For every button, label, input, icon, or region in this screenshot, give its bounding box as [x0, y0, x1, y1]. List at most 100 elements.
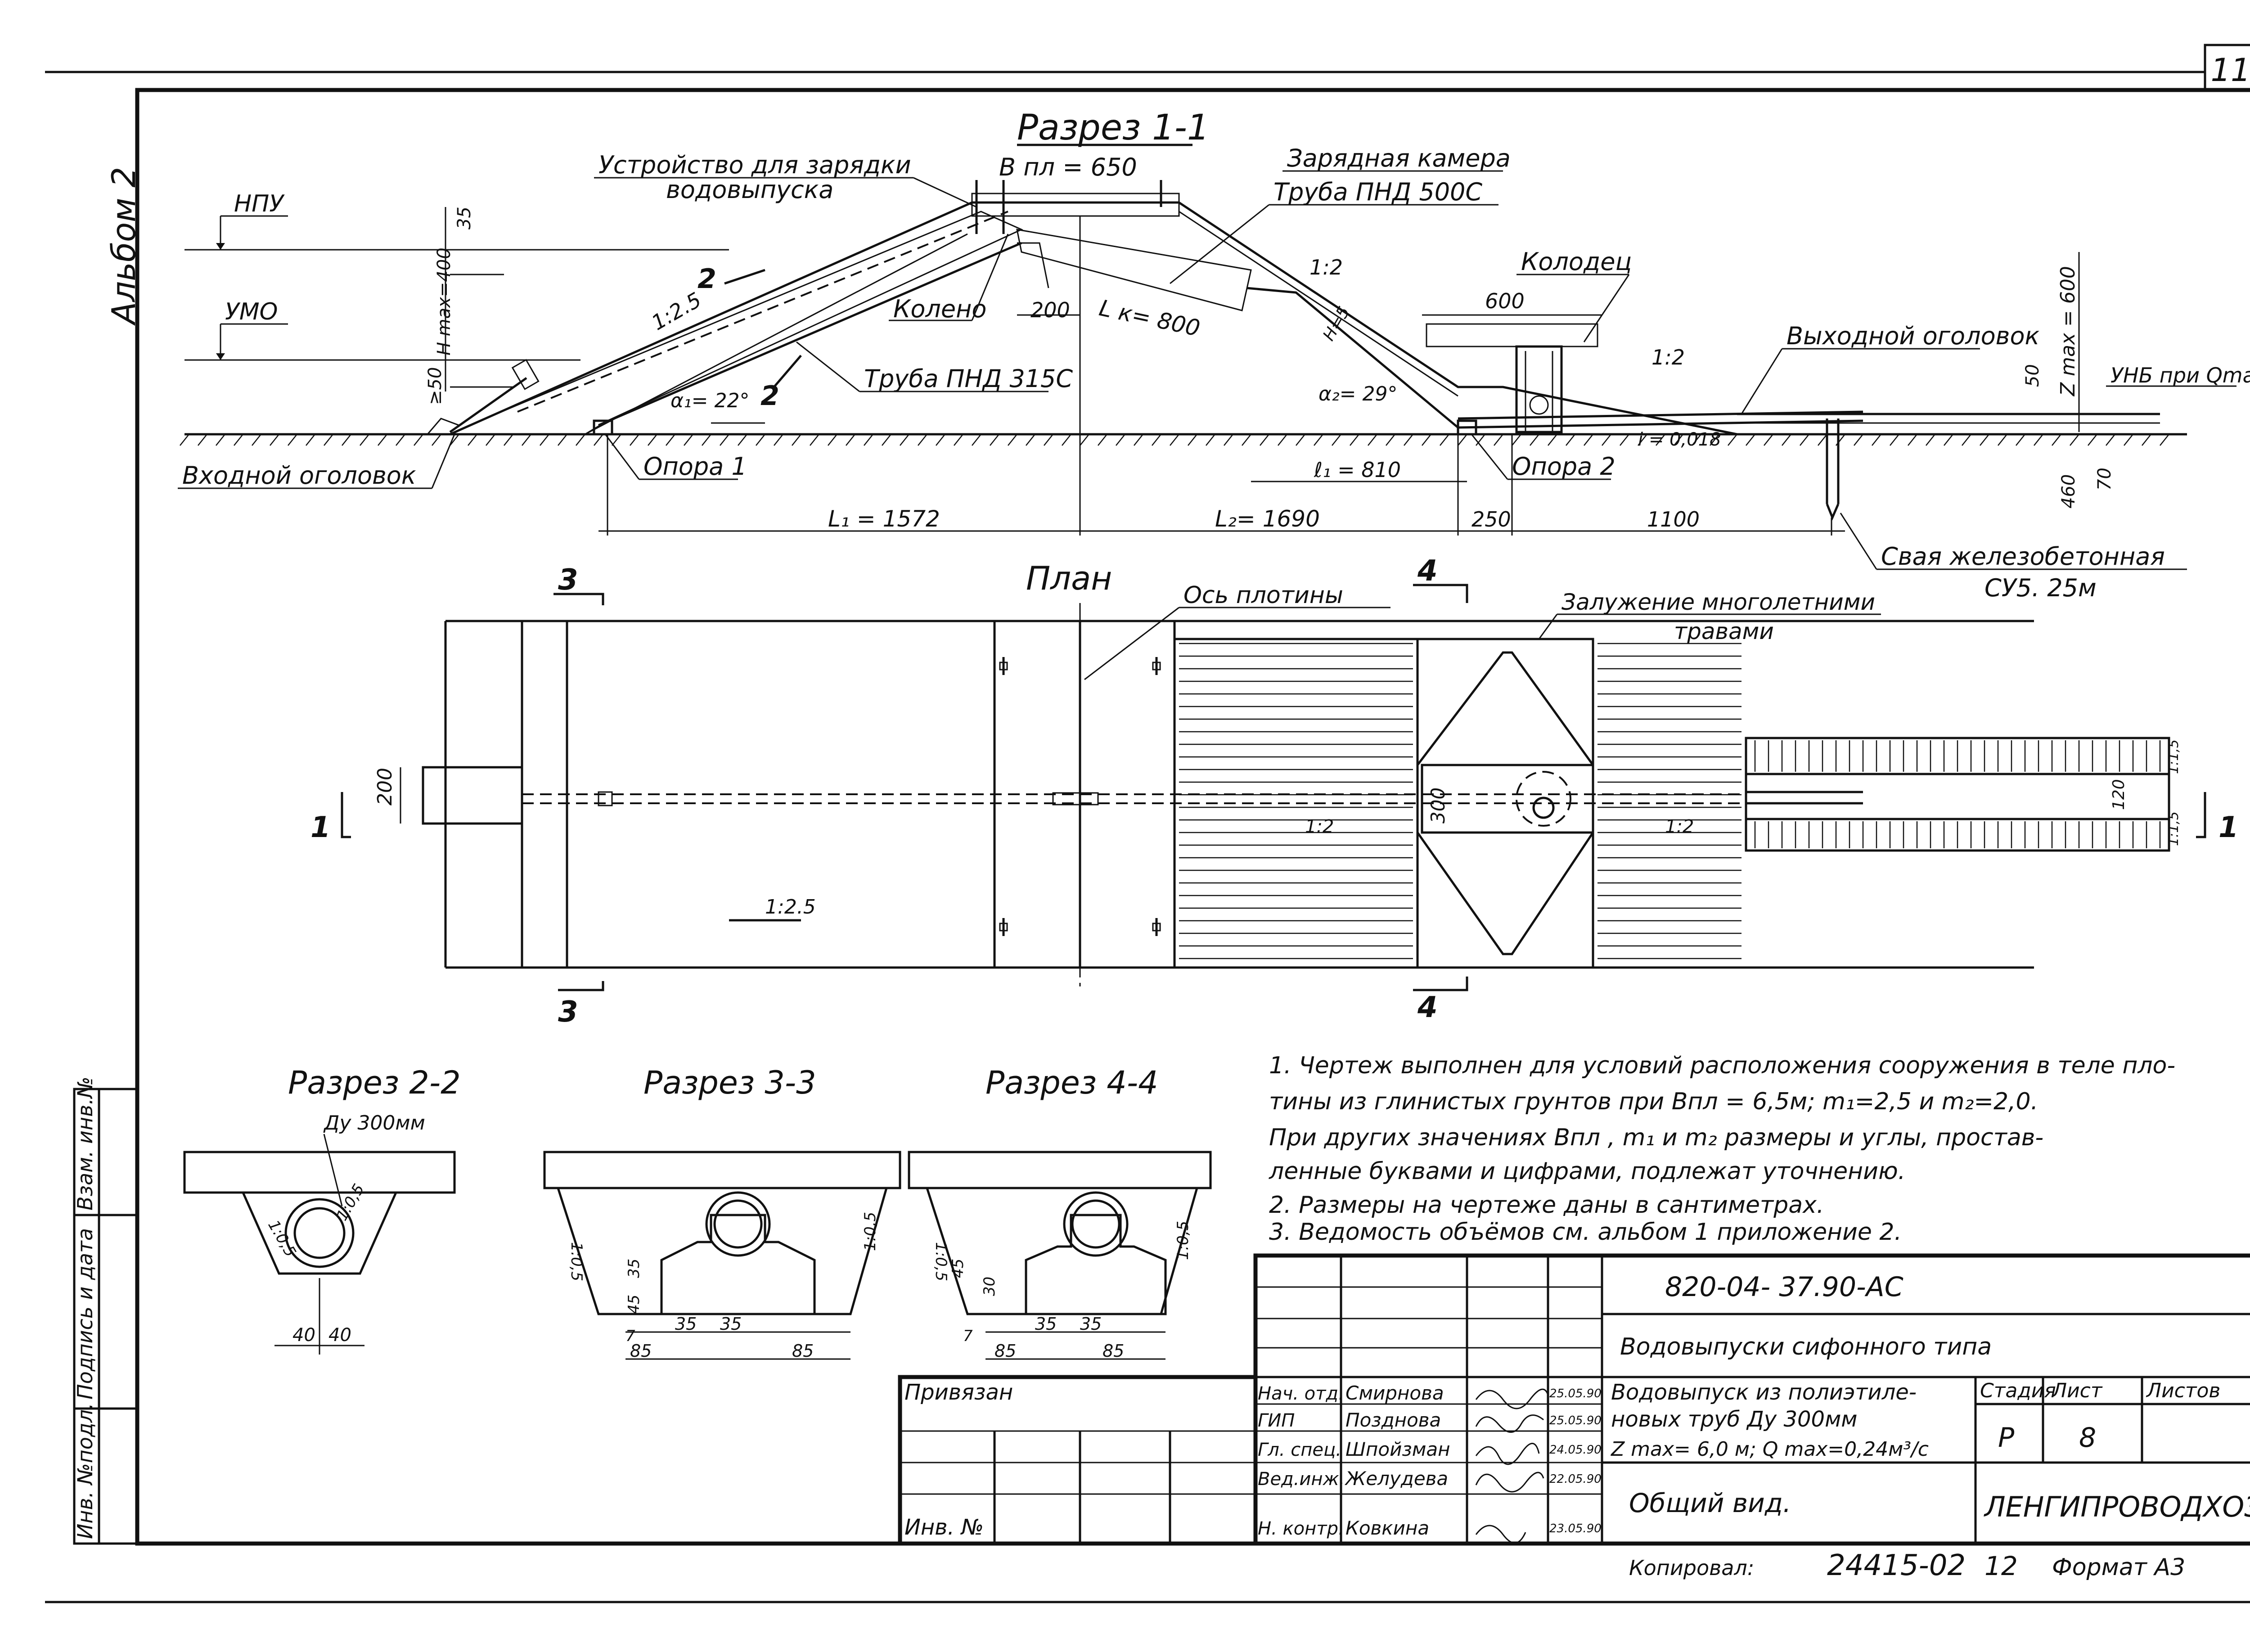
organization: ЛЕНГИПРОВОДХОЗ [1984, 1490, 2250, 1523]
section-2-2-dim-b: 40 [328, 1325, 351, 1346]
desc-line-3: Z max= 6,0 м; Q max=0,24м³/с [1611, 1438, 1929, 1461]
signature-5 [1475, 1525, 1526, 1544]
name-1: Смирнова [1346, 1382, 1444, 1404]
dim-50-label: 50 [2022, 364, 2043, 387]
name-4: Желудева [1344, 1467, 1448, 1490]
well-body [1515, 345, 1563, 433]
alpha-1-label: α₁= 22° [670, 389, 749, 412]
plan-slope-1-2-5: 1:2.5 [765, 896, 816, 918]
section-3-3-slope-b: 1:0,5 [861, 1212, 879, 1251]
slope-1-2-a-label: 1:2 [1310, 255, 1343, 279]
stamp-replace-inv: Взам. инв.№ [73, 1076, 97, 1211]
l1-half-label: ℓ₁ = 810 [1314, 458, 1401, 482]
plan-slope-1-2-b: 1:2 [1665, 816, 1694, 837]
section-2-2: Разрез 2-2 Ду 300мм 1:0,5 1:0,5 40 40 [183, 1064, 461, 1355]
charging-device-label: Устройство для зарядки [598, 151, 911, 179]
dim-600-label: 600 [1485, 289, 1525, 313]
date-4: 22.05.90 [1549, 1472, 1602, 1486]
footer: Копировал: 24415-02 12 Формат А3 [1629, 1549, 2185, 1582]
plan-slope-1-1-5b: 1:1,5 [2166, 811, 2182, 846]
role-1: Нач. отд. [1258, 1383, 1344, 1404]
section-3-3-dim-45: 45 [625, 1295, 643, 1314]
plan-dim-300: 300 [1427, 788, 1449, 824]
name-5: Ковкина [1346, 1517, 1429, 1539]
section-3-3-dim-85b: 85 [792, 1341, 814, 1361]
signature-1 [1475, 1388, 1549, 1409]
dim-ge50-label: ≥50 [425, 367, 446, 405]
role-4: Вед.инж. [1258, 1469, 1345, 1490]
signature-3 [1475, 1443, 1540, 1465]
inv-no-label: Инв. № [904, 1515, 984, 1540]
date-1: 25.05.90 [1549, 1387, 1602, 1400]
dam-outline [449, 201, 1737, 436]
section-3-3-title: Разрез 3-3 [644, 1064, 816, 1101]
sheet-value: 8 [2079, 1422, 2096, 1454]
signature-4 [1475, 1472, 1544, 1493]
section-2-2-slope-b: 1:0,5 [333, 1181, 368, 1224]
plan-title: План [1026, 559, 1112, 597]
alpha-2-label: α₂= 29° [1318, 383, 1397, 405]
dim-460-label: 460 [2058, 474, 2079, 509]
section-4-4-dim-85b: 85 [1102, 1341, 1124, 1361]
cut-1-right: 1 [2218, 811, 2239, 844]
npu-label: НПУ [234, 190, 285, 217]
plan-outlet-channel [1745, 737, 2170, 852]
date-3: 24.05.90 [1549, 1443, 1602, 1457]
plan-slope-1-2-a: 1:2 [1305, 816, 1334, 837]
date-5: 23.05.90 [1549, 1522, 1602, 1535]
section-3-3-slope-a: 1:0,5 [567, 1242, 585, 1281]
pipe-315-axis [517, 211, 1008, 413]
charging-device-label-2: водовыпуска [666, 176, 833, 204]
stage-header: Стадия [1980, 1379, 2056, 1402]
slope-i-label: i = 0,018 [1638, 429, 1721, 450]
l1-label: L₁ = 1572 [828, 506, 940, 532]
pile-label: Свая железобетонная [1881, 542, 2165, 571]
section-4-4-dim-7: 7 [963, 1327, 973, 1345]
section-4-4-dim-45: 45 [949, 1259, 967, 1278]
plan-inlet [422, 766, 523, 825]
plan-slope-1-1-5a: 1:1,5 [2166, 739, 2182, 774]
support-1-symbol [593, 419, 613, 436]
slope-1-2-5-label: 1:2.5 [648, 288, 706, 335]
desc-line-2: новых труб Ду 300мм [1611, 1407, 1858, 1432]
pile-label-2: СУ5. 25м [1984, 574, 2097, 602]
dam-axis-label: Ось плотины [1184, 582, 1343, 609]
stage-value: Р [1998, 1422, 2015, 1454]
plan-studs [598, 657, 1161, 936]
elbow-label: Колено [893, 295, 986, 323]
well-cover [1426, 323, 1598, 347]
sheet-header: Лист [2051, 1379, 2103, 1402]
role-5: Н. контр. [1258, 1518, 1344, 1539]
role-2: ГИП [1258, 1410, 1295, 1431]
plan-dim-120: 120 [2110, 779, 2128, 810]
section-4-4-slope-a: 1:0,5 [932, 1242, 950, 1281]
section-3-3-dim-85a: 85 [630, 1341, 652, 1361]
section-3-3-dim-35a: 35 [625, 1259, 643, 1278]
note-line-6: 3. Ведомость объёмов см. альбом 1 прилож… [1269, 1219, 1902, 1246]
cut-4-bottom: 4 [1417, 991, 1438, 1024]
name-3: Шпойзман [1346, 1438, 1450, 1460]
doc-title: Водовыпуски сифонного типа [1620, 1333, 1992, 1360]
inlet-head-label: Входной оголовок [182, 461, 416, 490]
dim-200-label: 200 [1030, 298, 1070, 322]
section-2-2-dim-a: 40 [292, 1325, 315, 1346]
b-pl-label: B пл = 650 [999, 153, 1137, 181]
title-block: Привязан Инв. № 820-04- 37.90-АС Водовып… [898, 1253, 2250, 1546]
umo-label: УМО [225, 298, 278, 325]
role-3: Гл. спец. [1258, 1440, 1341, 1460]
note-line-4: ленные буквами и цифрами, подлежат уточн… [1269, 1158, 1905, 1185]
page-number: 11 [2210, 52, 2250, 89]
section-3-3-dim-35b: 35 [675, 1314, 697, 1334]
doc-code: 820-04- 37.90-АС [1665, 1271, 1904, 1303]
pipe-500-label: Труба ПНД 500С [1274, 178, 1482, 206]
cut-4-top: 4 [1417, 554, 1438, 588]
l2-label: L₂= 1690 [1215, 506, 1320, 532]
plan-dim-200: 200 [374, 768, 396, 806]
section-4-4-dim-35a: 35 [1035, 1314, 1057, 1334]
plan-well [1421, 764, 1594, 834]
section-2-2-title: Разрез 2-2 [288, 1064, 461, 1101]
dim-70-label: 70 [2094, 468, 2115, 491]
copy-number: 24415-02 [1827, 1549, 1966, 1582]
